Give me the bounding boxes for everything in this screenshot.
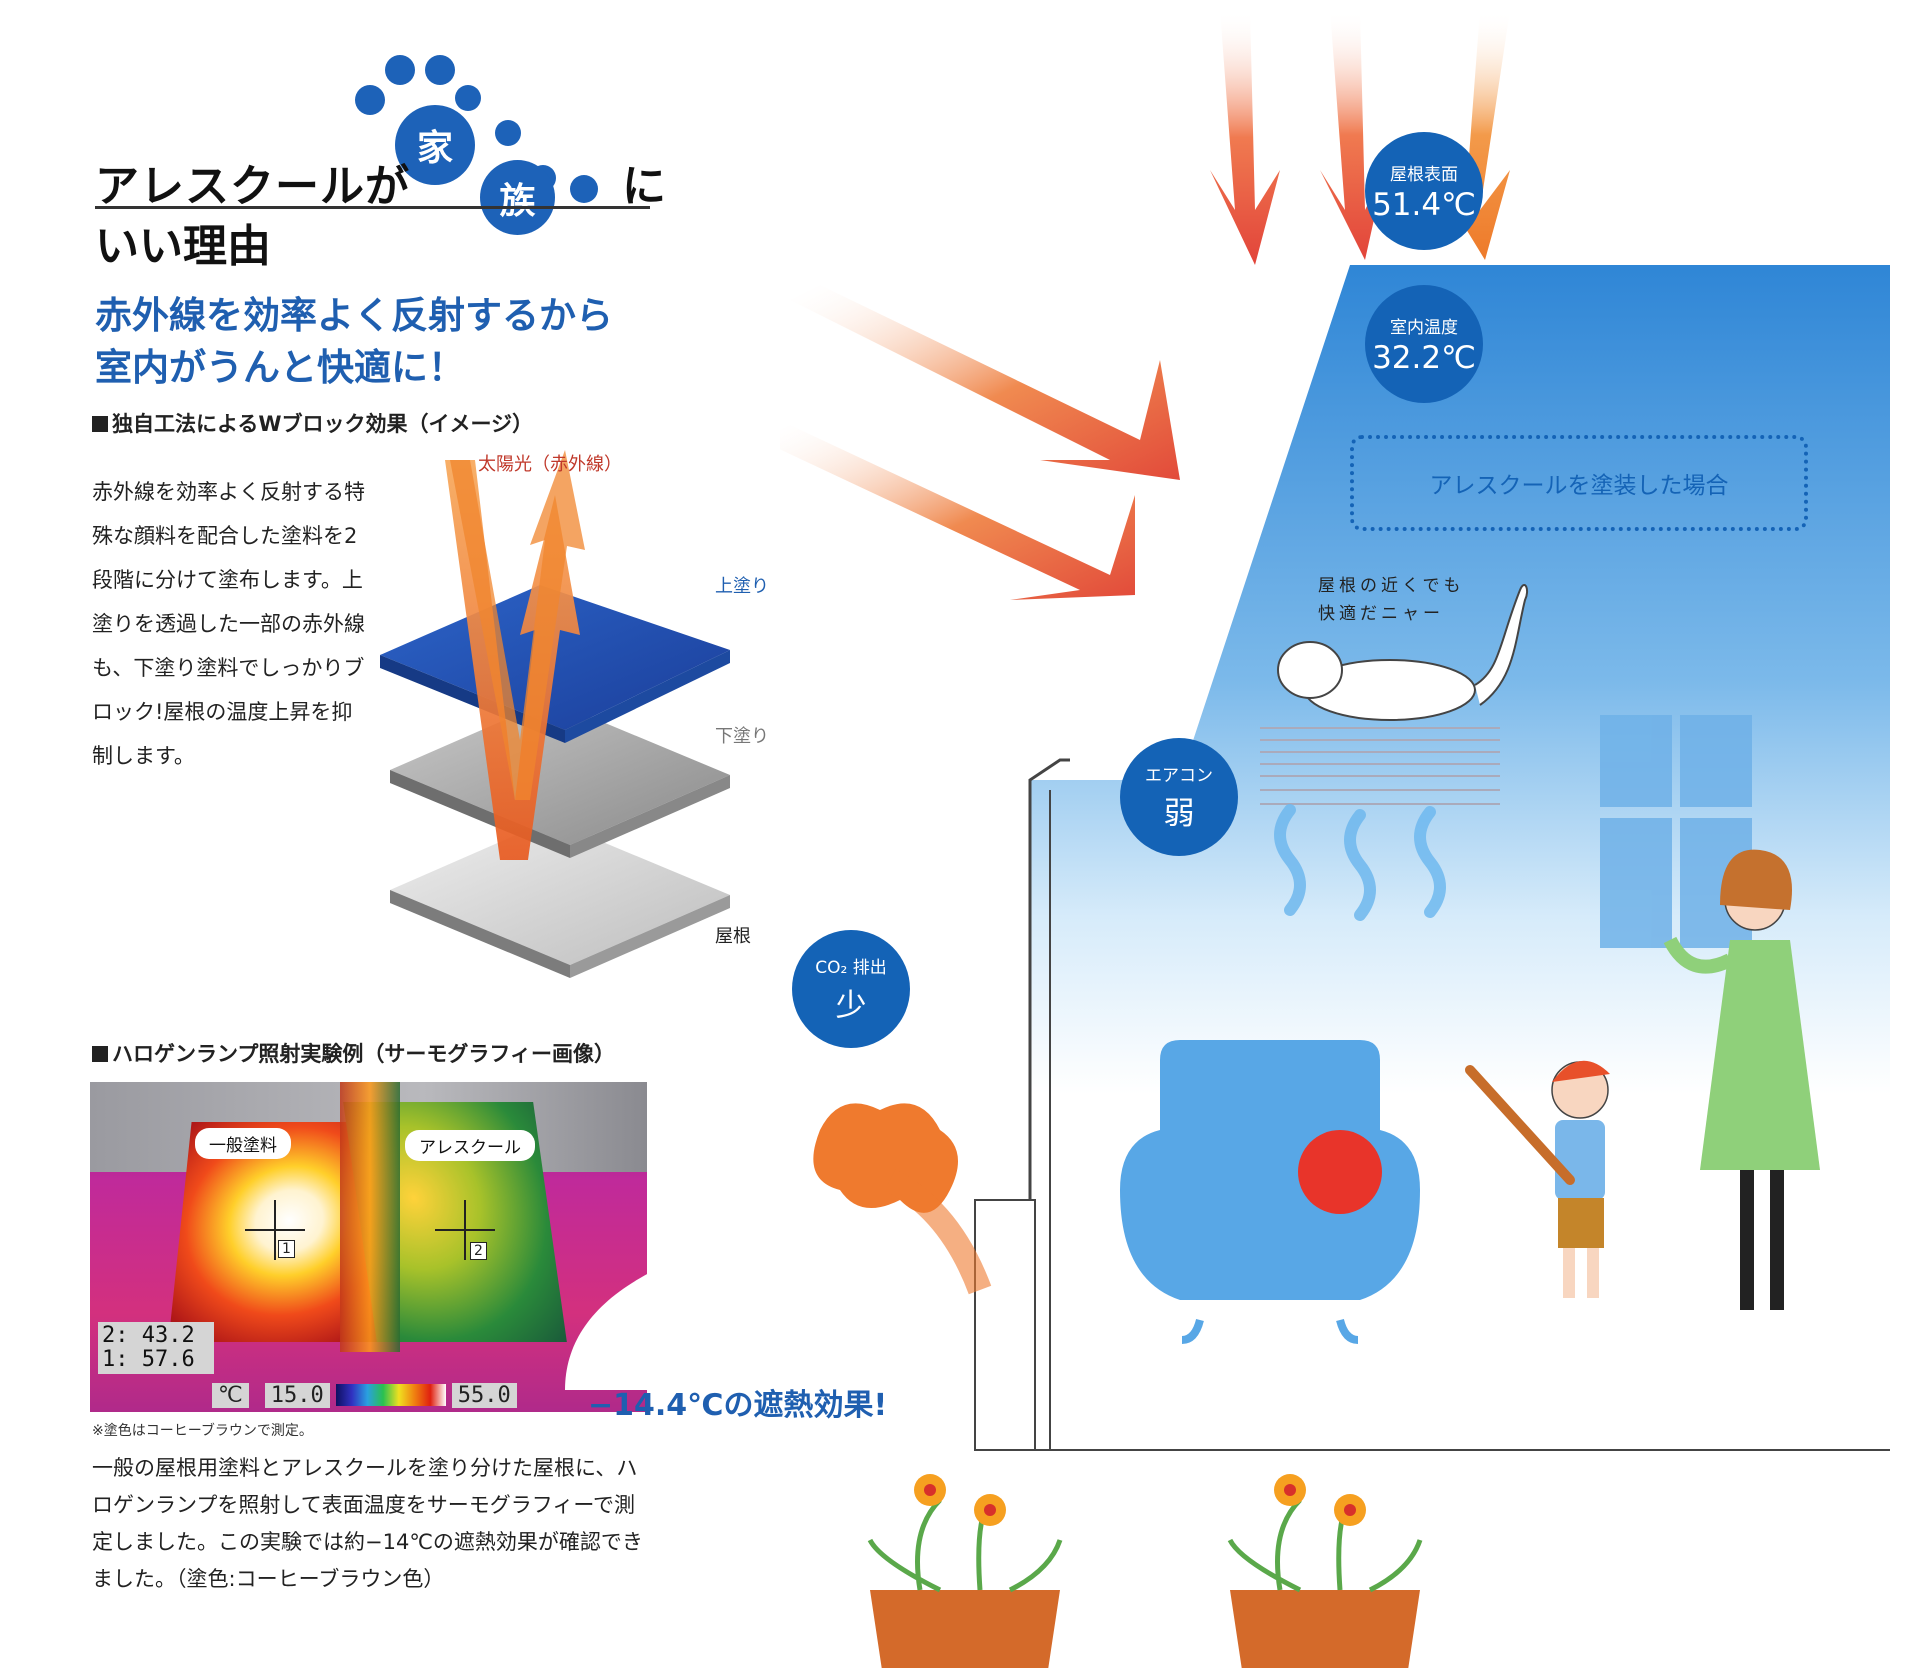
- paw-toe-5: [495, 120, 521, 146]
- exhaust-puff: [813, 1103, 958, 1213]
- cat-on-aircon: [1277, 584, 1529, 721]
- aircon-value: 弱: [1163, 796, 1195, 832]
- color-scale-bar: ℃ 15.0 55.0: [212, 1382, 517, 1408]
- halogen-body: 一般の屋根用塗料とアレスクールを塗り分けた屋根に、ハロゲンランプを照射して表面温…: [92, 1456, 643, 1591]
- scenario-box: アレスクールを塗装した場合: [1350, 435, 1808, 531]
- roof-label: 屋根: [715, 926, 751, 947]
- heat-shield-effect: −14.4℃の遮熱効果!: [588, 1388, 888, 1423]
- paw-toe-3: [425, 55, 455, 85]
- color-gradient: [335, 1384, 446, 1406]
- boy-figure: [1465, 1060, 1610, 1298]
- roof-layer: [390, 820, 730, 965]
- wblock-diagram: [380, 450, 730, 978]
- sun-arrow-diag-1: [790, 285, 1180, 480]
- readout-line-1: 1: 57.6: [102, 1347, 195, 1372]
- roof-surface-temp: 51.4℃: [1372, 186, 1476, 223]
- marker-1: 1: [278, 1240, 295, 1258]
- lead-headline: 赤外線を効率よく反射するから 室内がうんと快適に！: [95, 294, 613, 389]
- scenario-label: アレスクールを塗装した場合: [1429, 473, 1729, 499]
- co2-badge: CO₂ 排出 少: [792, 930, 910, 1048]
- paw-print-logo: 家 族: [355, 55, 605, 235]
- crosshair-1: [245, 1200, 305, 1260]
- crosshair-2: [435, 1200, 495, 1260]
- paw-toe-2: [385, 55, 415, 85]
- aircon-badge: エアコン 弱: [1120, 738, 1238, 856]
- indoor-temp-label: 室内温度: [1390, 317, 1458, 338]
- tag-general-paint: 一般塗料: [195, 1128, 291, 1159]
- sun-arrow-1: [1210, 10, 1280, 265]
- aircon-label: エアコン: [1145, 766, 1213, 786]
- co2-label: CO₂ 排出: [815, 958, 887, 978]
- window: [1820, 710, 1898, 805]
- paint-color-note: ※塗色はコーヒーブラウンで測定。: [92, 1423, 313, 1439]
- thermography-image: [90, 1082, 647, 1412]
- paw-char-zoku: 族: [480, 160, 555, 235]
- temperature-readout: 2: 43.2 1: 57.6: [98, 1322, 214, 1374]
- undercoat-layer: [390, 700, 730, 845]
- cat-speech-line2: 快適だニャー: [1318, 604, 1444, 624]
- woman-figure: [1663, 849, 1820, 1310]
- roof-surface-badge: 屋根表面 51.4℃: [1365, 132, 1483, 250]
- indoor-temp-badge: 室内温度 32.2℃: [1365, 285, 1483, 403]
- cat-speech-line1: 屋根の近くでも: [1318, 576, 1465, 596]
- marker-2: 2: [470, 1242, 487, 1260]
- paw-toe-1: [355, 85, 385, 115]
- halogen-heading: ハロゲンランプ照射実験例（サーモグラフィー画像）: [92, 1038, 615, 1068]
- flower-pot-2: [1227, 1474, 1423, 1668]
- house-window: [1600, 715, 1752, 948]
- page-title-tail: に: [622, 161, 666, 212]
- paw-toe-4: [455, 85, 481, 111]
- sun-arrow-2: [1320, 10, 1385, 260]
- roof-surface-label: 屋根表面: [1390, 164, 1458, 185]
- flower-pot-1: [867, 1474, 1063, 1668]
- wblock-heading: 独自工法によるWブロック効果（イメージ）: [92, 408, 533, 438]
- air-conditioner: [1260, 727, 1500, 805]
- page-title-line2: いい理由: [95, 221, 271, 272]
- topcoat-label: 上塗り: [715, 576, 769, 597]
- paw-char-ka: 家: [395, 105, 475, 185]
- co2-value: 少: [835, 988, 867, 1024]
- armchair: [1120, 1040, 1420, 1344]
- unit-symbol: ℃: [212, 1382, 249, 1408]
- tag-arescool: アレスクール: [405, 1130, 535, 1161]
- sunlight-label: 太陽光（赤外線）: [478, 454, 622, 475]
- scale-max: 55.0: [451, 1382, 517, 1408]
- title-divider: [95, 206, 650, 209]
- paw-toe-7: [570, 175, 598, 203]
- cool-air-waves: [1274, 804, 1446, 921]
- undercoat-label: 下塗り: [715, 726, 769, 747]
- scale-min: 15.0: [264, 1382, 330, 1408]
- indoor-temp-value: 32.2℃: [1372, 339, 1476, 376]
- wblock-body: 赤外線を効率よく反射する特殊な顔料を配合した塗料を2段階に分けて塗布します。上塗…: [92, 480, 365, 768]
- sun-arrow-diag-2: [780, 425, 1135, 600]
- effect-bubble: [565, 1270, 655, 1390]
- house-illustration: [780, 10, 1898, 1668]
- readout-line-2: 2: 43.2: [102, 1323, 195, 1348]
- cat-speech: 屋根の近くでも 快適だニャー: [1318, 572, 1465, 628]
- page-title-line1: アレスクールが: [95, 161, 410, 212]
